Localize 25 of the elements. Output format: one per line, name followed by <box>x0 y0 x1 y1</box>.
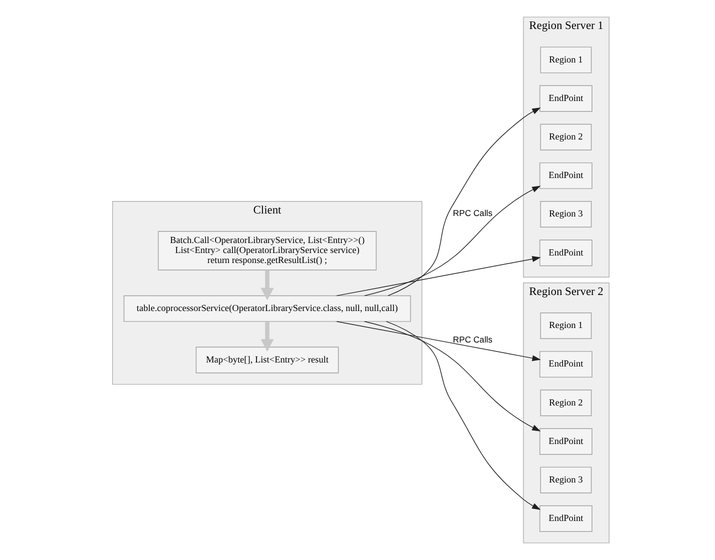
node-box: Region 2 <box>540 124 592 150</box>
node-box: Region 3 <box>540 201 592 228</box>
arrow <box>260 270 274 300</box>
edge-label: RPC Calls <box>452 334 492 345</box>
node-box: Region 1 <box>540 312 592 339</box>
node-box: Region 2 <box>540 390 592 416</box>
node-box: table.coprocessorService(OperatorLibraryService.class, null, null,call) <box>123 295 410 322</box>
edge-label: RPC Calls <box>452 208 492 218</box>
node-box: Batch.Call<OperatorLibraryService, List<Entry>>() List<Entry> call(OperatorLibraryService service) return response.getResultList() ; <box>157 231 376 270</box>
arrow <box>336 256 540 296</box>
node-box: Region 3 <box>540 466 592 494</box>
arrow <box>260 321 274 352</box>
node-box: EndPoint <box>538 240 592 266</box>
node-box: EndPoint <box>538 505 592 532</box>
node-box: Map<byte[], List<Entry>> result <box>195 346 338 374</box>
node-box: EndPoint <box>538 351 592 378</box>
arrow <box>387 107 540 296</box>
node-box: EndPoint <box>538 428 592 455</box>
node-box: Region 1 <box>540 46 592 74</box>
node-box: EndPoint <box>538 162 592 189</box>
arrow <box>364 321 540 432</box>
node-box: EndPoint <box>538 85 592 112</box>
arrow <box>336 321 540 362</box>
arrow <box>385 321 540 510</box>
arrow <box>364 186 540 296</box>
